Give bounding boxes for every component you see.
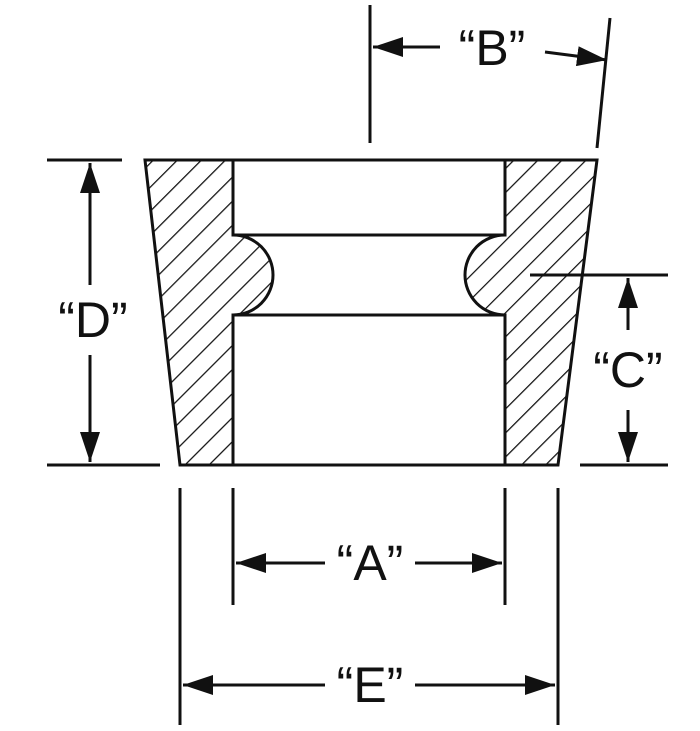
dimension-e-label: “E”: [337, 657, 404, 713]
dimension-d: “D”: [47, 158, 160, 467]
right-wall-section: [463, 158, 599, 467]
dimension-c: “C”: [530, 273, 668, 467]
dimension-b-label: “B”: [459, 20, 526, 76]
dimension-a: “A”: [231, 488, 507, 605]
dimension-d-label: “D”: [58, 292, 127, 348]
dimension-b: “B”: [368, 5, 612, 149]
dimension-a-label: “A”: [337, 535, 404, 591]
dimension-c-label: “C”: [593, 342, 662, 398]
bore-outline: [145, 158, 597, 467]
left-wall-section: [143, 158, 275, 467]
dimension-e: “E”: [178, 488, 560, 725]
